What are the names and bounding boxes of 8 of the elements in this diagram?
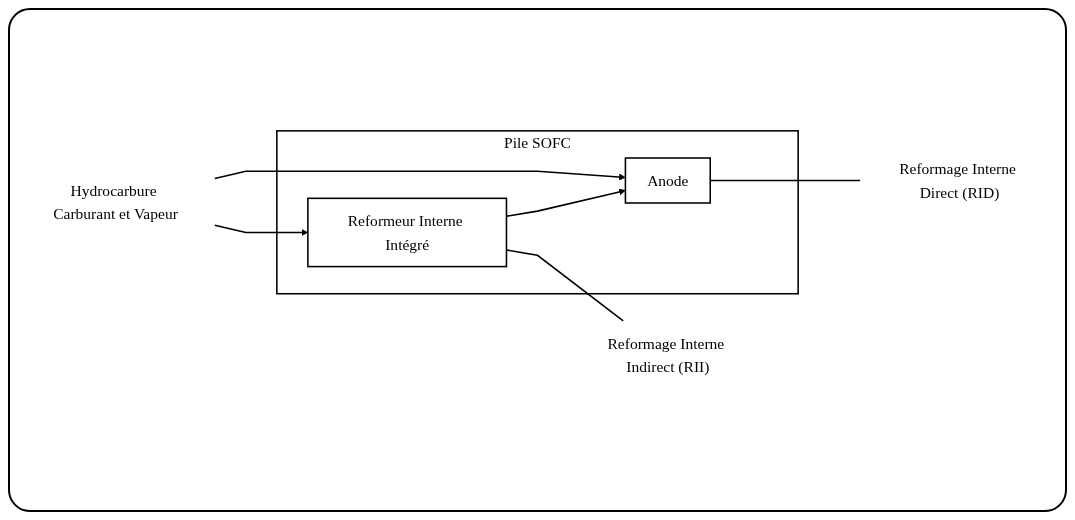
diagram-frame: Pile SOFC Reformeur Interne Intégré Anode Hydrocarbure Carburant et Vapeur Reformage Interne Indirect (RII) Reformage Interne Direct (RID)	[8, 8, 1067, 512]
cluster	[276, 130, 799, 295]
node-text: Reformage Interne Indirect (RII)	[607, 334, 725, 376]
node-text: Reformage Interne Direct (RID)	[899, 160, 1016, 201]
arrow	[214, 170, 626, 181]
node-text: Hydrocarbure Carburant et Vapeur	[53, 181, 178, 222]
node-box	[624, 157, 711, 204]
node-box	[307, 197, 508, 268]
